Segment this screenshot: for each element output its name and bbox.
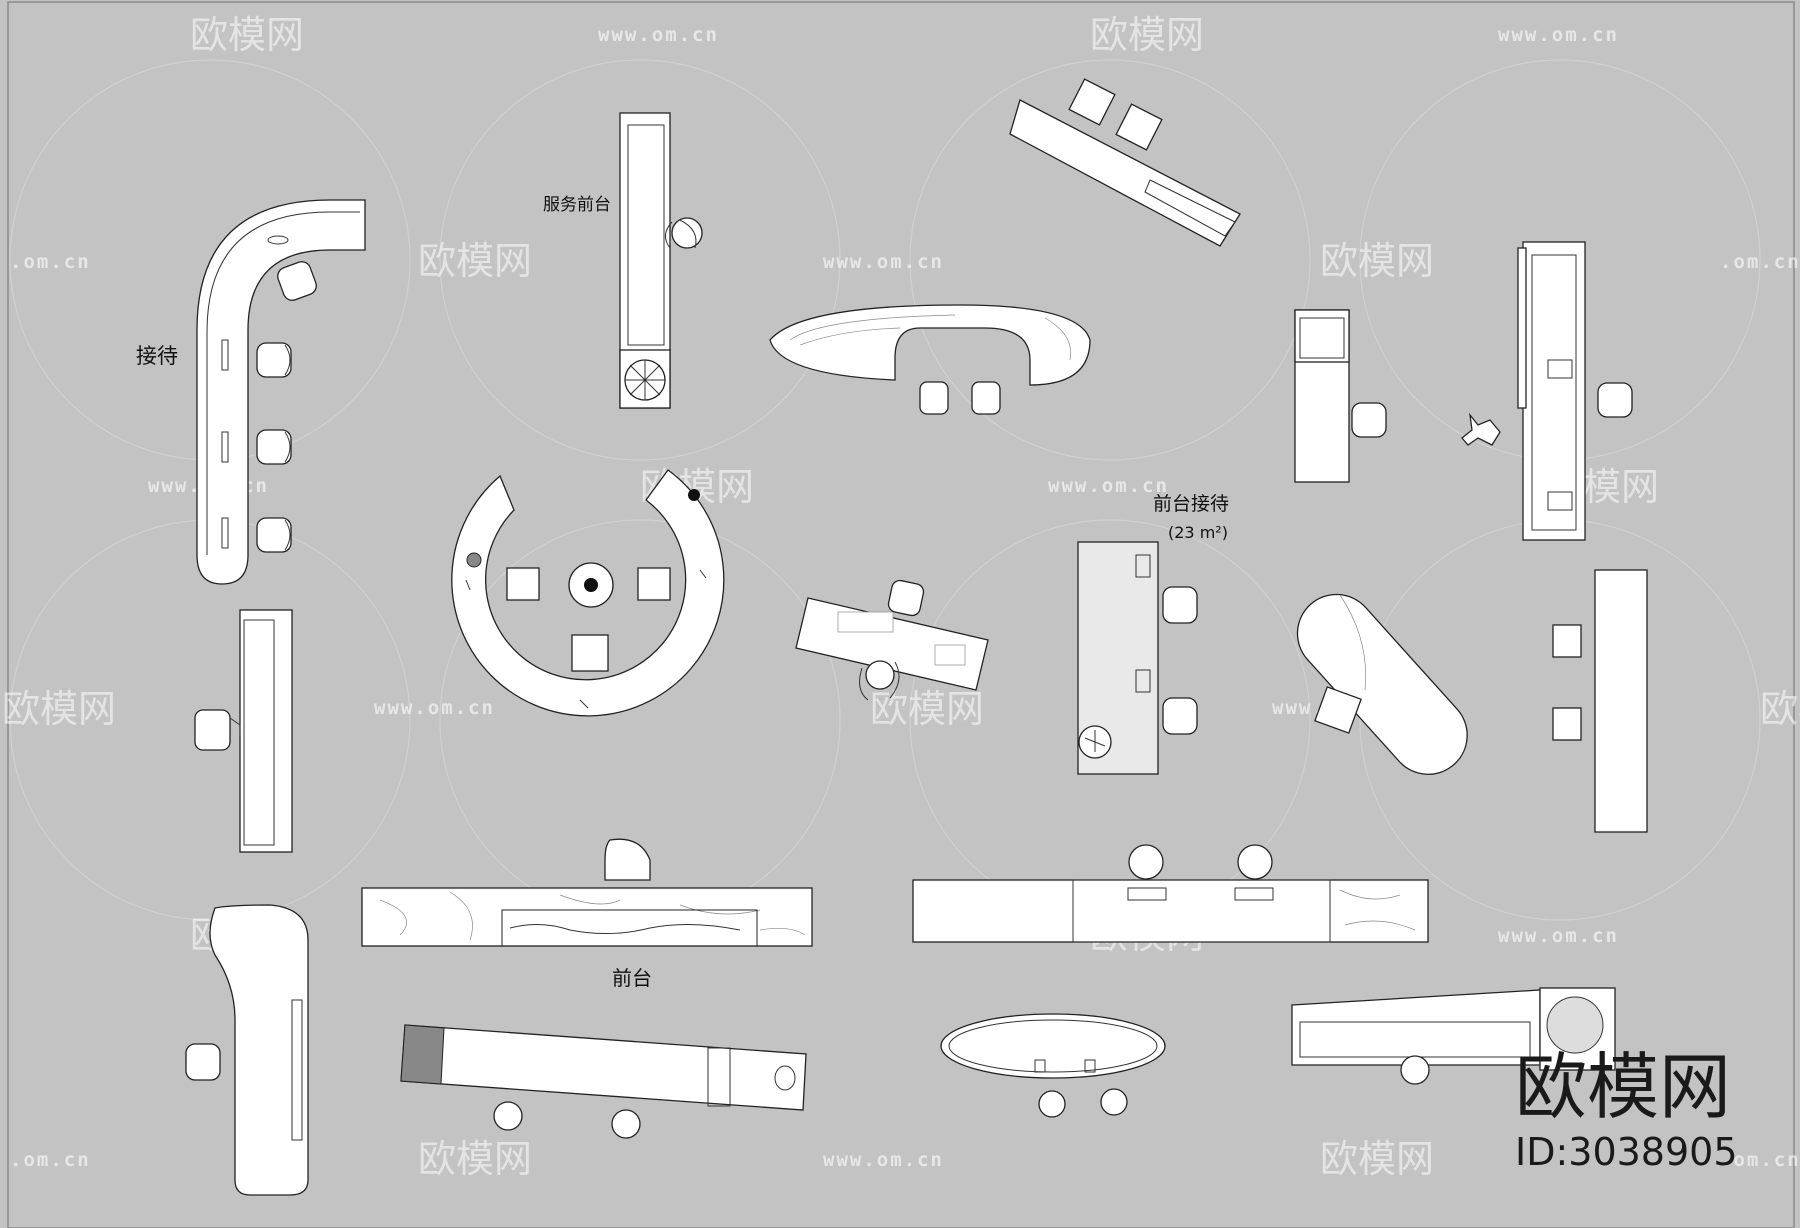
watermark-url: .om.cn [10, 251, 91, 273]
watermark-url: .om.cn [10, 1149, 91, 1171]
watermark-url: www.om.cn [598, 24, 719, 46]
label-service-desk: 服务前台 [543, 195, 611, 215]
oval-reception-desk [769, 304, 1091, 415]
watermark-brand: 欧模网 [418, 1137, 532, 1181]
front-reception-desk [1077, 541, 1198, 775]
watermark-url: .om.cn [1720, 1149, 1800, 1171]
watermark-brand: 欧模网 [190, 13, 304, 57]
marble-front-desk [361, 838, 813, 947]
oval-bottom-desk [940, 1013, 1166, 1118]
watermark-brand: 欧模网 [870, 687, 984, 731]
brand-logo-text: 欧模网 [1515, 1045, 1731, 1129]
brand-block: 欧模网 ID:3038905 [1515, 1045, 1738, 1174]
diagonal-desk-top [1009, 78, 1241, 247]
label-area: (23 m²) [1168, 523, 1228, 542]
brand-id-text: ID:3038905 [1515, 1130, 1738, 1174]
watermark-brand: 欧模网 [2, 687, 116, 731]
long-double-workstation [912, 844, 1429, 943]
watermark-url: www.om.cn [1048, 475, 1169, 497]
long-angled-bar-desk [400, 1024, 807, 1139]
l-shaped-reception-desk [196, 199, 366, 585]
watermark-url: www.om.cn [823, 1149, 944, 1171]
curved-vertical-desk [185, 904, 309, 1196]
watermark-url: www.om.cn [374, 697, 495, 719]
angled-office-desk [795, 579, 989, 701]
label-front-desk: 前台 [612, 966, 652, 990]
tall-narrow-desk [1552, 569, 1648, 833]
watermark-brand: 欧模网 [1320, 239, 1434, 283]
desk-with-planter [1291, 987, 1616, 1085]
watermark-url: www.om.cn [823, 251, 944, 273]
label-reception: 接待 [136, 344, 178, 368]
watermark-brand: 欧模网 [1090, 13, 1204, 57]
watermark-url: www.om.cn [1498, 925, 1619, 947]
reception-chairs [256, 261, 317, 553]
watermark-url: .om.cn [1720, 251, 1800, 273]
watermark-brand: 欧模网 [1320, 1137, 1434, 1181]
watermark-brand: 欧模网 [418, 239, 532, 283]
circular-reception-desk [451, 469, 725, 717]
watermark-url: www.om.cn [1498, 24, 1619, 46]
watermark-brand: 欧模网 [1760, 687, 1800, 731]
left-vertical-desk [194, 609, 293, 853]
tall-desk-far-right [1461, 241, 1633, 541]
canvas-border [7, 1, 1795, 1228]
capsule-desk [1296, 593, 1468, 775]
label-front-reception: 前台接待 [1153, 493, 1229, 515]
office-desk-right [1294, 309, 1387, 483]
service-front-desk [619, 112, 703, 409]
